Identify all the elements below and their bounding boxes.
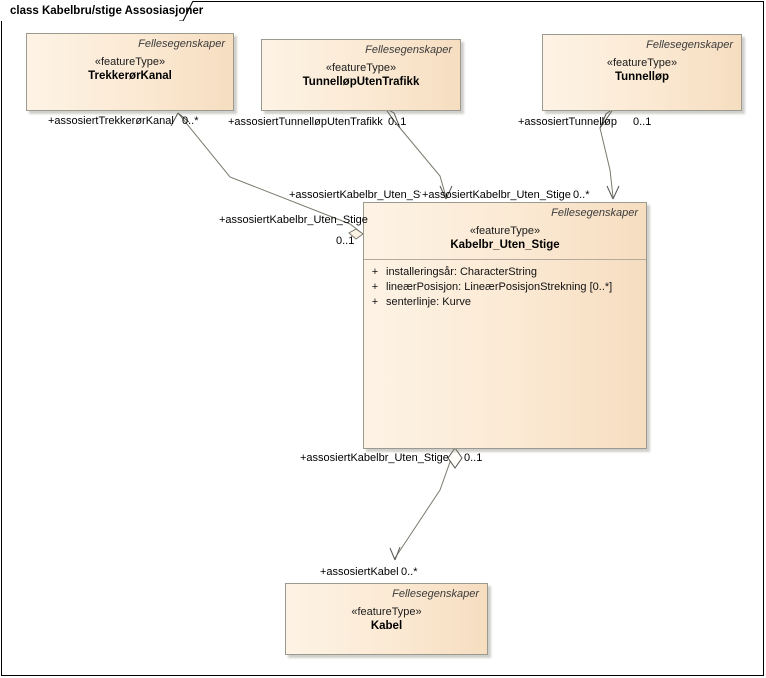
class-name: Kabel [370, 620, 403, 632]
class-attribute-row: + lineærPosisjon: LineærPosisjonStreknin… [364, 280, 646, 295]
class-header: Fellesegenskaper «featureType» Tunnelløp… [262, 40, 460, 96]
diagram-title: class Kabelbru/stige Assosiasjoner [10, 4, 204, 17]
class-attribute-row: + senterlinje: Kurve [364, 295, 646, 310]
attribute-text: lineærPosisjon: LineærPosisjonStrekning … [386, 281, 613, 293]
multiplicity-tunnellop-uten-trafikk: 0..1 [388, 116, 407, 128]
role-label-assosiert-tunnellop-uten-trafikk: +assosiertTunnelløpUtenTrafikk [228, 116, 383, 128]
class-package-label: Fellesegenskaper [551, 207, 638, 219]
multiplicity-trekkerorkanal: 0..* [182, 115, 199, 127]
class-box-kabelbr-uten-stige[interactable]: Fellesegenskaper «featureType» Kabelbr_U… [363, 202, 647, 449]
multiplicity-kabelbr-left: 0..1 [336, 235, 355, 247]
diagram-title-tab: class Kabelbru/stige Assosiasjoner [1, 1, 203, 21]
role-label-kabelbr-mid-left: +assosiertKabelbr_Uten_Stig [289, 189, 421, 201]
class-attributes: + installeringsår: CharacterString + lin… [364, 260, 646, 316]
class-package-label: Fellesegenskaper [138, 38, 225, 50]
class-stereotype: «featureType» [351, 606, 422, 618]
class-stereotype: «featureType» [606, 57, 678, 69]
attribute-text: installeringsår: CharacterString [386, 266, 538, 278]
multiplicity-kabelbr-mid-right: 0..* [573, 189, 590, 201]
class-stereotype: «featureType» [469, 225, 541, 237]
class-stereotype: «featureType» [94, 56, 166, 68]
role-label-kabelbr-bottom: +assosiertKabelbr_Uten_Stige [300, 452, 449, 464]
class-divider [364, 259, 646, 260]
multiplicity-tunnellop: 0..1 [633, 116, 652, 128]
connector-kabel [389, 447, 463, 561]
class-box-tunnellop[interactable]: Fellesegenskaper «featureType» Tunnelløp [542, 34, 742, 111]
class-stereotype: «featureType» [325, 62, 397, 74]
role-label-kabelbr-mid-right: +assosiertKabelbr_Uten_Stige [422, 189, 571, 201]
role-label-assosiert-kabel: +assosiertKabel [320, 566, 399, 578]
class-package-label: Fellesegenskaper [646, 39, 733, 51]
class-header: Fellesegenskaper «featureType» Trekkerør… [27, 34, 233, 90]
class-box-kabel[interactable]: Fellesegenskaper «featureType» Kabel [285, 583, 488, 655]
class-name: Kabelbr_Uten_Stige [450, 239, 560, 251]
attribute-text: senterlinje: Kurve [386, 296, 471, 308]
multiplicity-kabel: 0..* [401, 566, 418, 578]
attribute-visibility: + [371, 281, 379, 293]
class-box-tunnellop-uten-trafikk[interactable]: Fellesegenskaper «featureType» Tunnelløp… [261, 39, 461, 111]
class-package-label: Fellesegenskaper [365, 44, 452, 56]
attribute-visibility: + [371, 266, 379, 278]
multiplicity-kabelbr-bottom: 0..1 [464, 452, 483, 464]
class-header: Fellesegenskaper «featureType» Kabel [286, 584, 487, 640]
class-name: TrekkerørKanal [88, 70, 172, 82]
class-header: Fellesegenskaper «featureType» Kabelbr_U… [364, 203, 646, 259]
connector-trekkerorkanal [170, 112, 364, 240]
class-name: Tunnelløp [614, 71, 670, 83]
class-attribute-row: + installeringsår: CharacterString [364, 265, 646, 280]
attribute-visibility: + [371, 296, 379, 308]
class-header: Fellesegenskaper «featureType» Tunnelløp [543, 35, 741, 91]
class-package-label: Fellesegenskaper [392, 588, 479, 600]
role-label-assosiert-trekkerorkanal: +assosiertTrekkerørKanal [48, 115, 174, 127]
class-name: TunnelløpUtenTrafikk [302, 76, 420, 88]
connector-tunnellop-uten-trafikk [384, 107, 453, 200]
role-label-assosiert-tunnellop: +assosiertTunnelløp [518, 116, 617, 128]
diagram-frame-tab-edge [177, 1, 193, 21]
class-box-trekkerorkanal[interactable]: Fellesegenskaper «featureType» Trekkerør… [26, 33, 234, 111]
role-label-kabelbr-left: +assosiertKabelbr_Uten_Stige [219, 214, 368, 226]
